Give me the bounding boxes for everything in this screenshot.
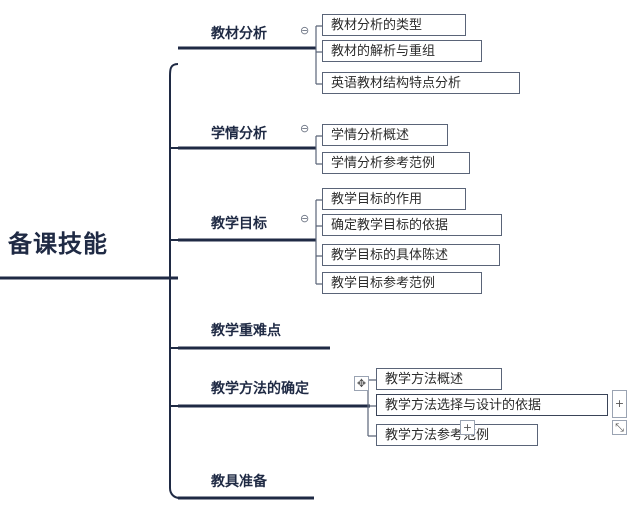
leaf-topic[interactable]: 教学目标的具体陈述 bbox=[322, 244, 500, 266]
leaf-topic[interactable]: 英语教材结构特点分析 bbox=[322, 72, 520, 94]
collapse-icon[interactable]: ⊖ bbox=[300, 122, 310, 135]
leaf-topic[interactable]: 教学目标参考范例 bbox=[322, 272, 482, 294]
branch-topic-teaching-methods[interactable]: 教学方法的确定 bbox=[211, 381, 309, 397]
leaf-topic[interactable]: 确定教学目标的依据 bbox=[322, 214, 502, 236]
root-topic[interactable]: 备课技能 bbox=[8, 230, 108, 258]
leaf-topic[interactable]: 教学方法概述 bbox=[376, 368, 502, 390]
leaf-topic[interactable]: 教学方法参考范例 bbox=[376, 424, 538, 446]
leaf-topic[interactable]: 学情分析概述 bbox=[322, 124, 448, 146]
branch-topic-textbook-analysis[interactable]: 教材分析 bbox=[211, 26, 267, 42]
branch-topic-key-difficult-points[interactable]: 教学重难点 bbox=[211, 323, 281, 339]
resize-icon[interactable]: ⤡ bbox=[612, 420, 627, 435]
branch-topic-teaching-objectives[interactable]: 教学目标 bbox=[211, 216, 267, 232]
collapse-icon[interactable]: ⊖ bbox=[300, 24, 310, 37]
add-icon[interactable]: + bbox=[612, 390, 627, 418]
branch-topic-teaching-aids[interactable]: 教具准备 bbox=[211, 474, 267, 490]
leaf-topic-selected[interactable]: 教学方法选择与设计的依据 bbox=[376, 394, 608, 416]
leaf-topic[interactable]: 学情分析参考范例 bbox=[322, 152, 470, 174]
move-handle-icon[interactable]: ✥ bbox=[354, 376, 369, 391]
add-icon[interactable]: + bbox=[460, 420, 475, 435]
collapse-icon[interactable]: ⊖ bbox=[300, 212, 310, 225]
leaf-topic[interactable]: 教材的解析与重组 bbox=[322, 40, 482, 62]
leaf-topic[interactable]: 教学目标的作用 bbox=[322, 188, 466, 210]
branch-topic-learner-analysis[interactable]: 学情分析 bbox=[211, 126, 267, 142]
leaf-topic[interactable]: 教材分析的类型 bbox=[322, 14, 466, 36]
